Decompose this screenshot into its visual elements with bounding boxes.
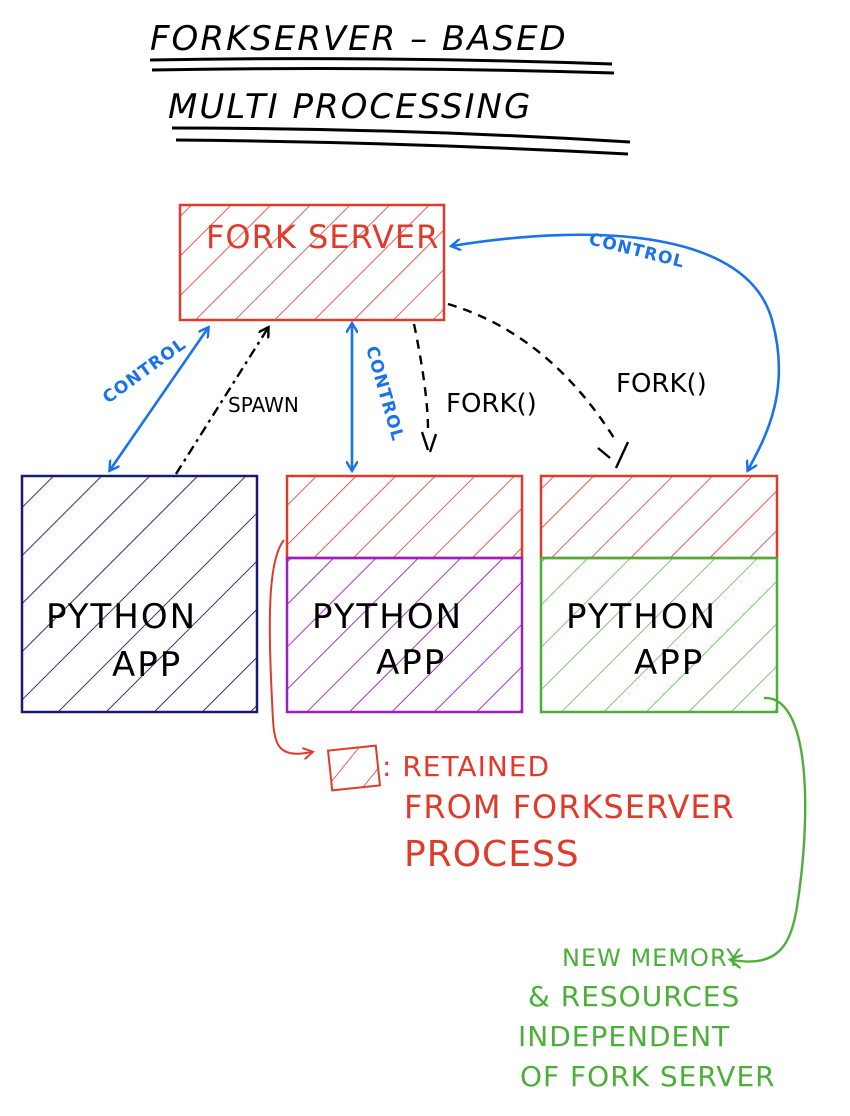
- python-app-left-line-1: PYTHON: [46, 597, 197, 637]
- legend-retained: : RETAINED FROM FORKSERVER PROCESS: [268, 539, 735, 875]
- note-line-2: & RESOURCES: [528, 980, 740, 1013]
- legend-line-1: : RETAINED: [382, 750, 550, 783]
- title-underline-2b: [175, 138, 629, 156]
- edge-fork-2: FORK(): [447, 302, 707, 469]
- legend-line-3: PROCESS: [404, 834, 580, 875]
- fork-server-box: [178, 203, 446, 322]
- note-line-3: INDEPENDENT: [518, 1020, 730, 1053]
- legend-retained-bracket: [268, 539, 312, 754]
- edge-fork-1-label: FORK(): [446, 389, 537, 419]
- title-block: FORKSERVER – BASED MULTI PROCESSING: [149, 19, 631, 156]
- python-app-middle-retained-region: [285, 474, 524, 560]
- python-app-right-own-region: [539, 556, 779, 714]
- edge-spawn-label: SPAWN: [228, 393, 299, 417]
- python-app-middle-line-1: PYTHON: [312, 597, 463, 637]
- python-app-middle: PYTHON APP: [285, 474, 524, 714]
- title-underline-1a: [149, 57, 613, 66]
- edge-fork-1-line: [412, 323, 430, 431]
- note-new-memory: NEW MEMORY & RESOURCES INDEPENDENT OF FO…: [518, 696, 807, 1093]
- fork-server-label: FORK SERVER: [206, 218, 439, 256]
- python-app-left-box: [20, 474, 259, 714]
- title-line-1: FORKSERVER – BASED: [150, 19, 568, 59]
- python-app-middle-line-2: APP: [376, 643, 446, 683]
- edge-control-right-label: CONTROL: [587, 229, 687, 272]
- edge-spawn-line: [174, 328, 268, 475]
- title-underline-2a: [171, 126, 631, 144]
- edge-control-right-line: [452, 233, 781, 470]
- note-line-1: NEW MEMORY: [562, 944, 742, 972]
- edge-fork-1: FORK(): [412, 323, 537, 453]
- edge-control-middle: CONTROL: [352, 324, 407, 470]
- python-app-left: PYTHON APP: [20, 474, 259, 714]
- note-line-4: OF FORK SERVER: [520, 1060, 776, 1093]
- edge-control-middle-label: CONTROL: [361, 344, 407, 444]
- fork-server-node: FORK SERVER: [178, 203, 446, 322]
- edge-control-left-label: CONTROL: [99, 334, 190, 408]
- note-arrow: [732, 696, 807, 962]
- python-app-right: PYTHON APP: [539, 474, 779, 714]
- python-app-left-line-2: APP: [112, 645, 182, 685]
- python-app-right-line-1: PYTHON: [566, 597, 717, 637]
- edge-control-left-line: [110, 328, 208, 470]
- edge-fork-2-label: FORK(): [616, 369, 707, 399]
- edge-spawn: SPAWN: [174, 328, 299, 475]
- legend-line-2: FROM FORKSERVER: [404, 788, 735, 826]
- title-underline-1b: [151, 67, 615, 75]
- edge-fork-1-arrowhead: [420, 431, 438, 453]
- edge-control-right: CONTROL: [452, 229, 781, 470]
- python-app-right-retained-region: [539, 474, 779, 560]
- edge-fork-2-arrowhead: [597, 441, 630, 469]
- python-app-middle-own-region: [285, 556, 524, 714]
- python-app-right-line-2: APP: [634, 643, 704, 683]
- title-line-2: MULTI PROCESSING: [168, 87, 532, 127]
- legend-swatch-icon: [326, 744, 382, 792]
